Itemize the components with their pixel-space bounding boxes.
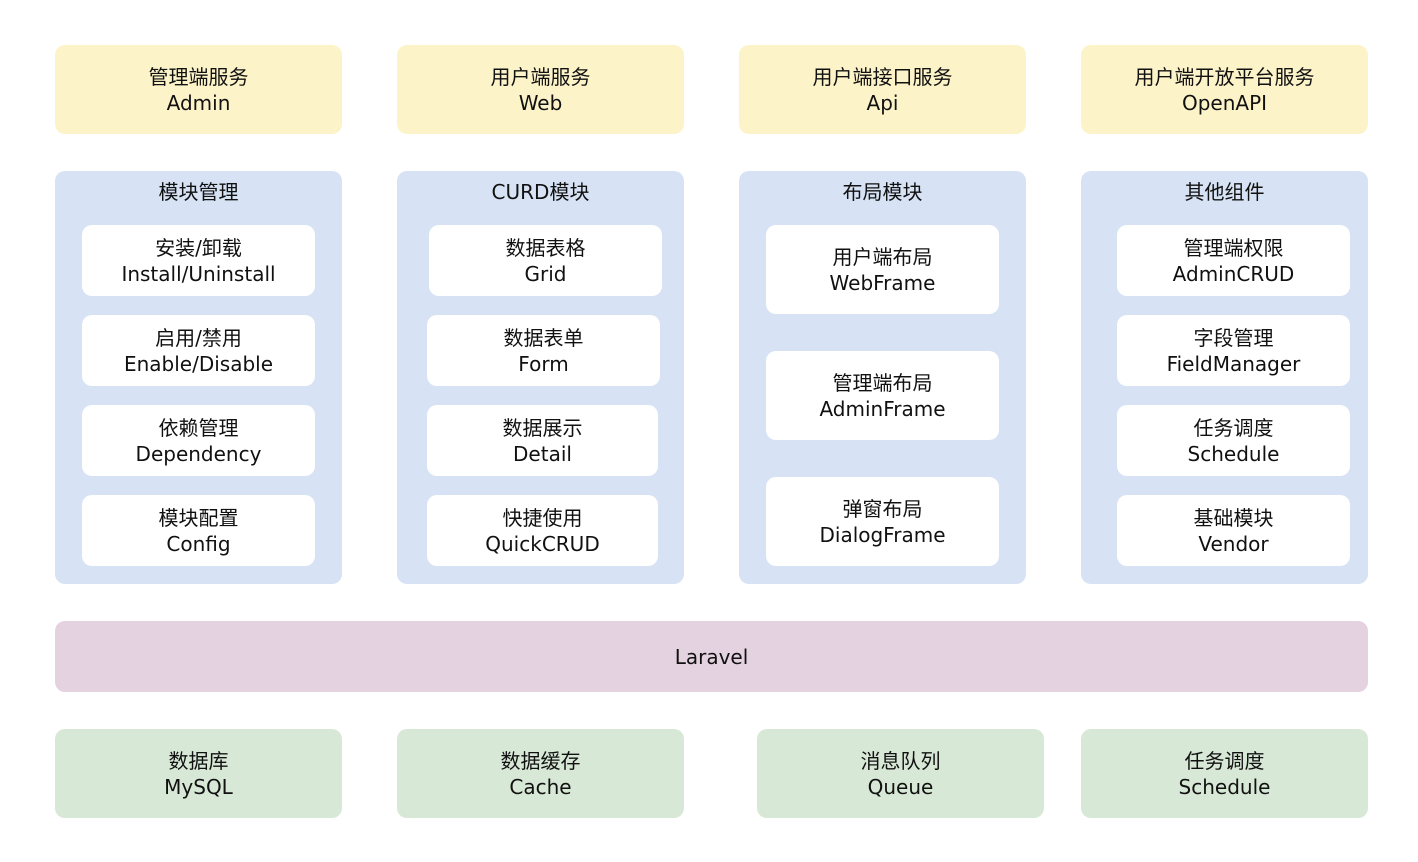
item-en: WebFrame [829, 270, 936, 295]
infra-cn: 任务调度 [1184, 748, 1265, 773]
item-en: Form [518, 351, 569, 376]
infra-cn: 消息队列 [860, 748, 941, 773]
framework-label: Laravel [674, 644, 749, 669]
infra-cn: 数据缓存 [500, 748, 581, 773]
item-en: QuickCRUD [485, 531, 600, 556]
item-en: Install/Uninstall [121, 261, 276, 286]
item-cn: 依赖管理 [158, 415, 239, 440]
item-cn: 数据表格 [505, 235, 586, 260]
item-en: Dependency [135, 441, 262, 466]
group-title: 模块管理 [158, 180, 239, 204]
item-en: Schedule [1187, 441, 1280, 466]
item-cn: 安装/卸载 [155, 235, 242, 260]
service-web-en: Web [518, 90, 563, 115]
service-api-cn: 用户端接口服务 [812, 64, 953, 89]
item-en: Vendor [1198, 531, 1269, 556]
infra-en: Cache [509, 774, 572, 799]
service-api-en: Api [866, 90, 899, 115]
infra-cn: 数据库 [168, 748, 229, 773]
item-cn: 管理端权限 [1183, 235, 1284, 260]
item-cn: 数据展示 [502, 415, 583, 440]
group-title: 布局模块 [842, 180, 923, 204]
service-openapi-cn: 用户端开放平台服务 [1134, 64, 1315, 89]
service-openapi-en: OpenAPI [1181, 90, 1268, 115]
service-web-cn: 用户端服务 [490, 64, 591, 89]
group-title: CURD模块 [491, 180, 590, 204]
item-cn: 模块配置 [158, 505, 239, 530]
item-cn: 管理端布局 [832, 370, 933, 395]
item-cn: 任务调度 [1193, 415, 1274, 440]
item-cn: 启用/禁用 [155, 325, 242, 350]
item-en: FieldManager [1166, 351, 1301, 376]
service-admin-en: Admin [166, 90, 231, 115]
infra-en: MySQL [164, 774, 233, 799]
item-en: Detail [513, 441, 572, 466]
item-cn: 数据表单 [503, 325, 584, 350]
item-en: Enable/Disable [123, 351, 274, 376]
item-en: AdminFrame [819, 396, 946, 421]
item-en: Config [166, 531, 231, 556]
framework-laravel: Laravel [55, 621, 1368, 692]
item-cn: 用户端布局 [832, 244, 933, 269]
item-en: AdminCRUD [1172, 261, 1295, 286]
item-cn: 快捷使用 [502, 505, 583, 530]
item-cn: 基础模块 [1193, 505, 1274, 530]
item-en: DialogFrame [819, 522, 946, 547]
service-admin-cn: 管理端服务 [148, 64, 249, 89]
infra-en: Schedule [1178, 774, 1271, 799]
group-title: 其他组件 [1184, 180, 1265, 204]
item-en: Grid [524, 261, 567, 286]
item-cn: 字段管理 [1193, 325, 1274, 350]
infra-en: Queue [867, 774, 934, 799]
item-cn: 弹窗布局 [842, 496, 923, 521]
